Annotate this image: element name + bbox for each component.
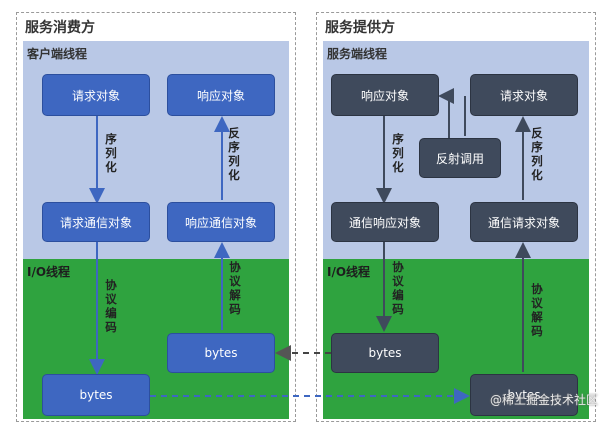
client-thread-label: 客户端线程 [27,47,88,61]
provider-title: 服务提供方 [325,20,395,36]
consumer-decode-label: 协议解码 [229,260,241,316]
consumer-response-comm-object-box: 响应通信对象 [167,202,275,242]
consumer-request-object-box: 请求对象 [42,74,150,116]
provider-reflection-call-box: 反射调用 [419,138,501,178]
server-thread-label: 服务端线程 [327,47,388,61]
provider-bytes-bottom-box: bytes [470,374,578,416]
consumer-serialize-label: 序列化 [105,132,117,174]
provider-bytes-middle-box: bytes [331,333,439,373]
consumer-encode-label: 协议编码 [105,278,117,334]
consumer-io-thread-label: I/O线程 [27,265,71,279]
provider-response-object-box: 响应对象 [331,74,439,116]
consumer-bytes-bottom-box: bytes [42,374,150,416]
provider-io-thread-label: I/O线程 [327,265,371,279]
provider-decode-label: 协议解码 [531,282,543,338]
provider-deserialize-label: 反序列化 [531,126,543,182]
provider-serialize-label: 序列化 [392,132,404,174]
provider-response-comm-object-box: 通信响应对象 [331,202,439,242]
consumer-title: 服务消费方 [25,20,95,36]
provider-request-comm-object-box: 通信请求对象 [470,202,578,242]
provider-encode-label: 协议编码 [392,260,404,316]
consumer-bytes-middle-box: bytes [167,333,275,373]
consumer-request-comm-object-box: 请求通信对象 [42,202,150,242]
provider-request-object-box: 请求对象 [470,74,578,116]
reflection-to-response-arrow [438,88,454,138]
watermark: @稀土掘金技术社区 [489,393,598,407]
consumer-response-object-box: 响应对象 [167,74,275,116]
consumer-deserialize-label: 反序列化 [228,126,240,182]
